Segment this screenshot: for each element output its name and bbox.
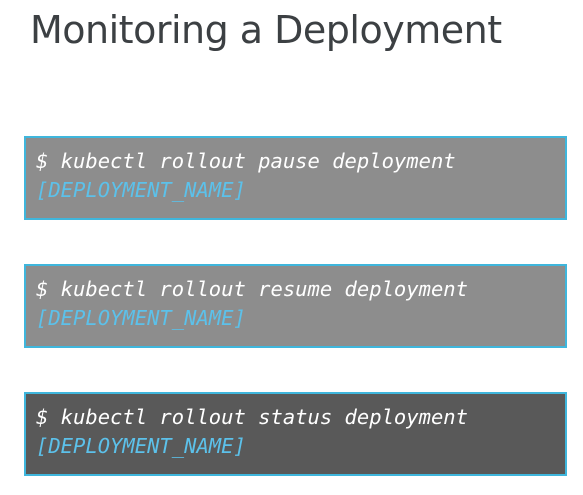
rollout-resume-command: $ kubectl rollout resume deployment: [36, 277, 468, 301]
rollout-pause-command: $ kubectl rollout pause deployment: [36, 149, 456, 173]
slide-title: Monitoring a Deployment: [30, 8, 502, 52]
rollout-status-command-box: $ kubectl rollout status deployment [DEP…: [24, 392, 567, 476]
rollout-pause-argument: [DEPLOYMENT_NAME]: [36, 178, 246, 202]
rollout-status-command: $ kubectl rollout status deployment: [36, 405, 468, 429]
rollout-resume-argument: [DEPLOYMENT_NAME]: [36, 306, 246, 330]
rollout-status-argument: [DEPLOYMENT_NAME]: [36, 434, 246, 458]
rollout-resume-command-box: $ kubectl rollout resume deployment [DEP…: [24, 264, 567, 348]
rollout-pause-command-box: $ kubectl rollout pause deployment [DEPL…: [24, 136, 567, 220]
